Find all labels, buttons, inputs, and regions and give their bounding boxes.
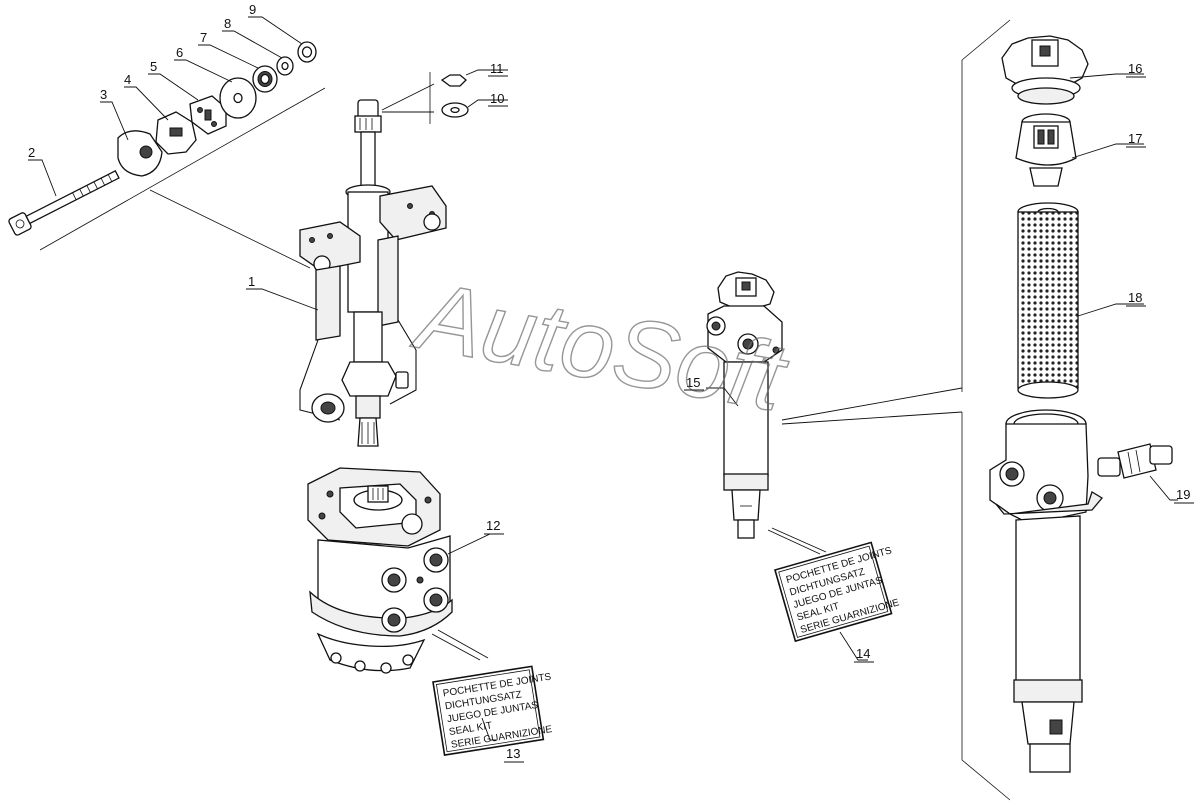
- callout-4: 4: [124, 72, 131, 87]
- part-6-washer: [219, 77, 257, 119]
- callout-15: 15: [686, 375, 700, 390]
- callout-16: 16: [1128, 61, 1142, 76]
- part-17-bypass-valve: [1015, 113, 1077, 187]
- part-3-cam: [117, 130, 163, 177]
- callout-5: 5: [150, 59, 157, 74]
- part-5-plate: [189, 95, 227, 135]
- part-1-steering-column: [299, 99, 447, 447]
- part-10-11-inset: [381, 72, 469, 124]
- part-19-sensor: [1097, 443, 1173, 479]
- filter-housing: [989, 409, 1103, 773]
- callout-2: 2: [28, 145, 35, 160]
- part-18-filter-cartridge: [1017, 202, 1079, 399]
- part-4-ratchet: [155, 111, 197, 155]
- callout-13: 13: [506, 746, 520, 761]
- callout-10: 10: [490, 91, 504, 106]
- callout-19: 19: [1176, 487, 1190, 502]
- callout-9: 9: [249, 2, 256, 17]
- part-7-bearing: [252, 65, 278, 93]
- part-9-nut: [297, 41, 317, 63]
- callout-14: 14: [856, 646, 870, 661]
- callout-numbers: 1 2 3 4 5 6 7 8 9 10 11 12 13 14 15 16 1…: [28, 2, 1190, 761]
- callout-18: 18: [1128, 290, 1142, 305]
- seal-kit-card-13: POCHETTE DE JOINTS DICHTUNGSATZ JUEGO DE…: [432, 665, 553, 757]
- part-15-filter-assembly: [706, 271, 783, 539]
- part-2-bolt: [8, 169, 120, 236]
- callout-7: 7: [200, 30, 207, 45]
- seal-kit-card-14: POCHETTE DE JOINTS DICHTUNGSATZ JUEGO DE…: [774, 541, 901, 643]
- part-16-filter-cap: [1001, 35, 1089, 105]
- part-12-steering-unit: [307, 467, 453, 674]
- callout-3: 3: [100, 87, 107, 102]
- callout-17: 17: [1128, 131, 1142, 146]
- part-8-washer: [276, 56, 294, 76]
- callout-6: 6: [176, 45, 183, 60]
- callout-1: 1: [248, 274, 255, 289]
- callout-11: 11: [490, 61, 504, 76]
- callout-12: 12: [486, 518, 500, 533]
- callout-underlines: [246, 75, 1194, 763]
- washer-stack-group: [8, 41, 326, 269]
- callout-8: 8: [224, 16, 231, 31]
